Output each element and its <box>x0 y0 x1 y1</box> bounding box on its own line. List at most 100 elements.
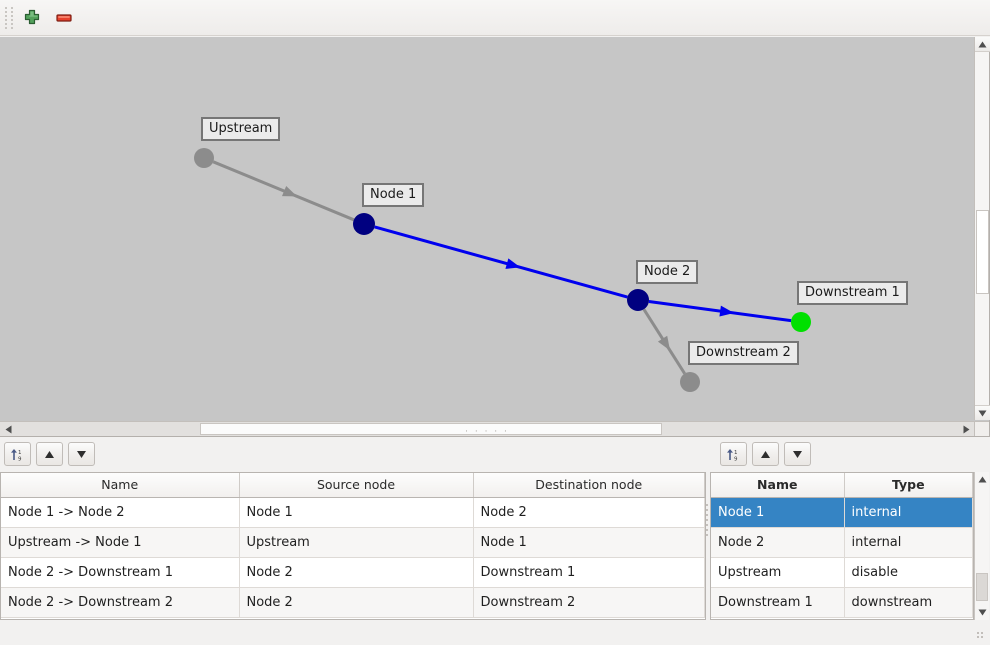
graph-edge[interactable] <box>375 227 628 297</box>
plus-icon <box>23 9 41 27</box>
graph-vertical-scroll-thumb[interactable] <box>976 210 989 294</box>
table-cell <box>473 617 705 620</box>
graph-node[interactable] <box>194 148 214 168</box>
triangle-up-icon <box>978 476 987 483</box>
scroll-left-button[interactable] <box>0 422 16 436</box>
table-cell[interactable]: Downstream 1 <box>473 557 705 587</box>
scrollbar-corner <box>974 421 989 436</box>
table-cell[interactable]: Upstream <box>711 557 844 587</box>
graph-canvas[interactable]: UpstreamNode 1 Node 2 Downstream 1 Downstre… <box>0 37 974 420</box>
arrow-up-icon <box>760 450 771 459</box>
sort-ascending-icon: 1 9 <box>10 447 25 462</box>
table-cell[interactable]: Node 2 -> Downstream 1 <box>1 557 239 587</box>
column-header[interactable]: Source node <box>239 473 473 497</box>
graph-node[interactable] <box>353 213 375 235</box>
edges-table-container[interactable]: NameSource nodeDestination node Node 1 -… <box>0 472 706 620</box>
graph-node-label[interactable]: Node 1 <box>362 183 424 207</box>
column-header[interactable]: Name <box>1 473 239 497</box>
column-header[interactable]: Destination node <box>473 473 705 497</box>
nodes-panel-toolbar: 1 9 <box>710 440 990 468</box>
edges-table-body: Node 1 -> Node 2Node 1Node 2Upstream -> … <box>1 497 705 620</box>
nodes-table-scrollbar[interactable] <box>974 472 989 620</box>
nodes-table-container[interactable]: NameType Node 1internalNode 2internalUps… <box>710 472 974 620</box>
table-cell[interactable]: Node 1 <box>473 527 705 557</box>
edges-panel: 1 9 NameSource nodeDestination node Node… <box>0 440 708 468</box>
graph-horizontal-scroll-thumb[interactable] <box>200 423 662 435</box>
graph-horizontal-scrollbar[interactable]: · · · · · <box>0 421 974 436</box>
svg-text:9: 9 <box>18 456 22 462</box>
nodes-table-header-row: NameType <box>711 473 973 497</box>
table-cell[interactable]: Node 2 <box>239 587 473 617</box>
table-row[interactable]: Node 1internal <box>711 497 973 527</box>
scrollbar-grip-dots: · · · · · <box>465 427 509 437</box>
graph-edge-arrowhead <box>505 258 521 272</box>
table-cell[interactable]: Node 2 <box>239 557 473 587</box>
triangle-left-icon <box>5 425 12 434</box>
edges-panel-toolbar: 1 9 <box>0 440 708 468</box>
graph-node-label[interactable]: Upstream <box>201 117 280 141</box>
edges-move-down-button[interactable] <box>68 442 95 466</box>
nodes-scroll-down-button[interactable] <box>975 605 989 620</box>
table-cell[interactable]: disable <box>844 557 973 587</box>
table-cell[interactable]: Node 1 -> Node 2 <box>1 497 239 527</box>
table-cell[interactable]: Node 2 <box>711 527 844 557</box>
window-resize-grip[interactable] <box>977 632 987 642</box>
table-row[interactable]: Node 1 -> Node 2Node 1Node 2 <box>1 497 705 527</box>
graph-node[interactable] <box>627 289 649 311</box>
nodes-sort-button[interactable]: 1 9 <box>720 442 747 466</box>
graph-node[interactable] <box>791 312 811 332</box>
remove-button[interactable] <box>49 4 79 32</box>
triangle-up-icon <box>978 41 987 48</box>
table-row[interactable]: Upstream -> Node 1UpstreamNode 1 <box>1 527 705 557</box>
nodes-table: NameType Node 1internalNode 2internalUps… <box>711 473 973 620</box>
graph-edge[interactable] <box>213 162 354 220</box>
svg-text:1: 1 <box>18 450 22 456</box>
table-cell[interactable]: Downstream 1 <box>711 587 844 617</box>
table-cell <box>1 617 239 620</box>
table-cell[interactable]: Node 1 <box>711 497 844 527</box>
nodes-scroll-up-button[interactable] <box>975 472 989 487</box>
table-row[interactable]: Node 2 -> Downstream 2Node 2Downstream 2 <box>1 587 705 617</box>
add-button[interactable] <box>17 4 47 32</box>
table-row[interactable]: Node 2 -> Downstream 1Node 2Downstream 1 <box>1 557 705 587</box>
graph-view[interactable]: UpstreamNode 1 Node 2 Downstream 1 Downstre… <box>0 37 990 437</box>
table-cell[interactable]: Node 1 <box>239 497 473 527</box>
table-cell[interactable]: downstream <box>844 587 973 617</box>
scroll-down-button[interactable] <box>975 405 990 420</box>
nodes-move-down-button[interactable] <box>784 442 811 466</box>
graph-edge[interactable] <box>649 301 791 320</box>
column-header[interactable]: Name <box>711 473 844 497</box>
table-cell[interactable]: Node 2 -> Downstream 2 <box>1 587 239 617</box>
table-cell[interactable]: internal <box>844 527 973 557</box>
edges-sort-button[interactable]: 1 9 <box>4 442 31 466</box>
table-cell[interactable]: Node 2 <box>473 497 705 527</box>
graph-node-label[interactable]: Downstream 2 <box>688 341 799 365</box>
scroll-right-button[interactable] <box>958 422 974 436</box>
table-row[interactable]: Upstreamdisable <box>711 557 973 587</box>
column-header[interactable]: Type <box>844 473 973 497</box>
svg-text:1: 1 <box>734 450 738 456</box>
nodes-table-scroll-thumb[interactable] <box>976 573 988 601</box>
table-cell[interactable]: Downstream 2 <box>473 587 705 617</box>
edges-table-header-row: NameSource nodeDestination node <box>1 473 705 497</box>
graph-node-label[interactable]: Downstream 1 <box>797 281 908 305</box>
table-cell[interactable]: internal <box>844 497 973 527</box>
table-cell[interactable]: Upstream <box>239 527 473 557</box>
nodes-move-up-button[interactable] <box>752 442 779 466</box>
minus-icon <box>54 9 74 27</box>
graph-node[interactable] <box>680 372 700 392</box>
table-row[interactable]: Node 2internal <box>711 527 973 557</box>
table-cell[interactable]: Upstream -> Node 1 <box>1 527 239 557</box>
triangle-down-icon <box>978 410 987 417</box>
svg-text:9: 9 <box>734 456 738 462</box>
scroll-up-button[interactable] <box>975 37 990 52</box>
table-row[interactable]: Downstream 1downstream <box>711 587 973 617</box>
graph-edge-arrowhead <box>658 336 675 354</box>
edges-move-up-button[interactable] <box>36 442 63 466</box>
graph-vertical-scrollbar[interactable] <box>974 37 989 420</box>
nodes-table-body: Node 1internalNode 2internalUpstreamdisa… <box>711 497 973 620</box>
toolbar-drag-handle[interactable] <box>3 7 15 29</box>
graph-node-label[interactable]: Node 2 <box>636 260 698 284</box>
table-empty-row <box>1 617 705 620</box>
